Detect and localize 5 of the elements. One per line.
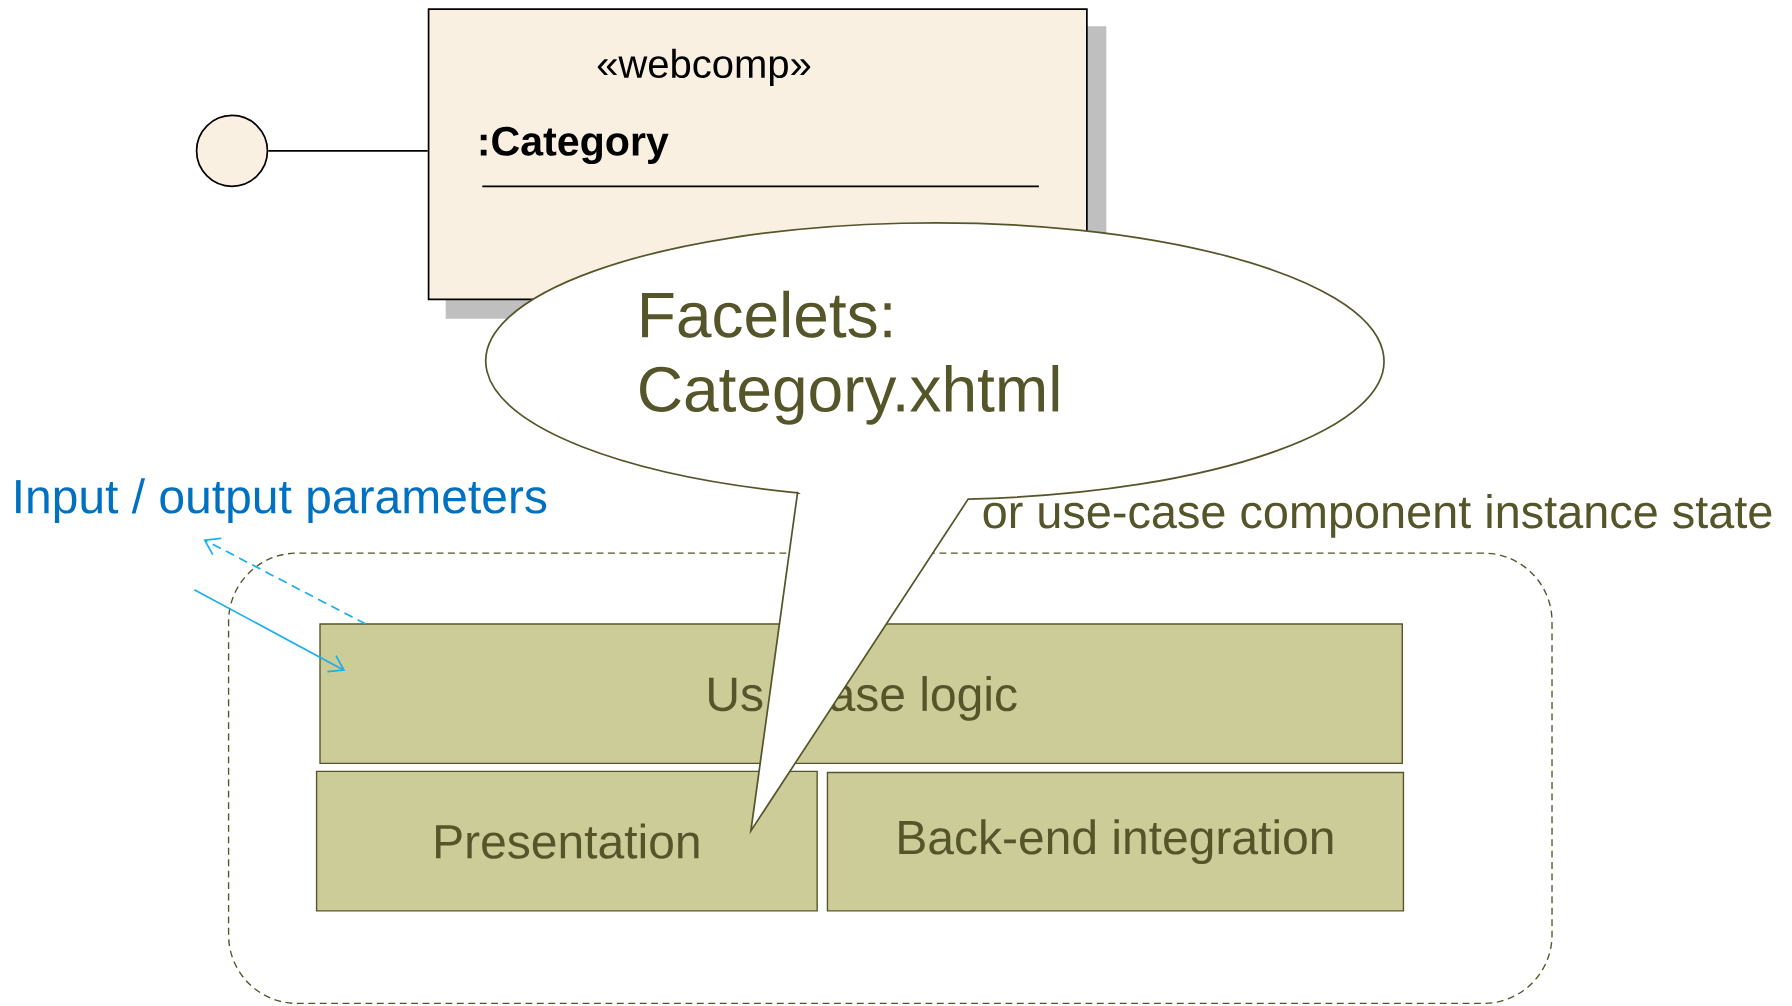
arrow: [193, 589, 346, 673]
arrow: [203, 537, 367, 625]
interface-circle: [195, 114, 269, 188]
component-box: Back-end integration: [826, 772, 1405, 912]
component-box: Presentation: [315, 770, 818, 912]
